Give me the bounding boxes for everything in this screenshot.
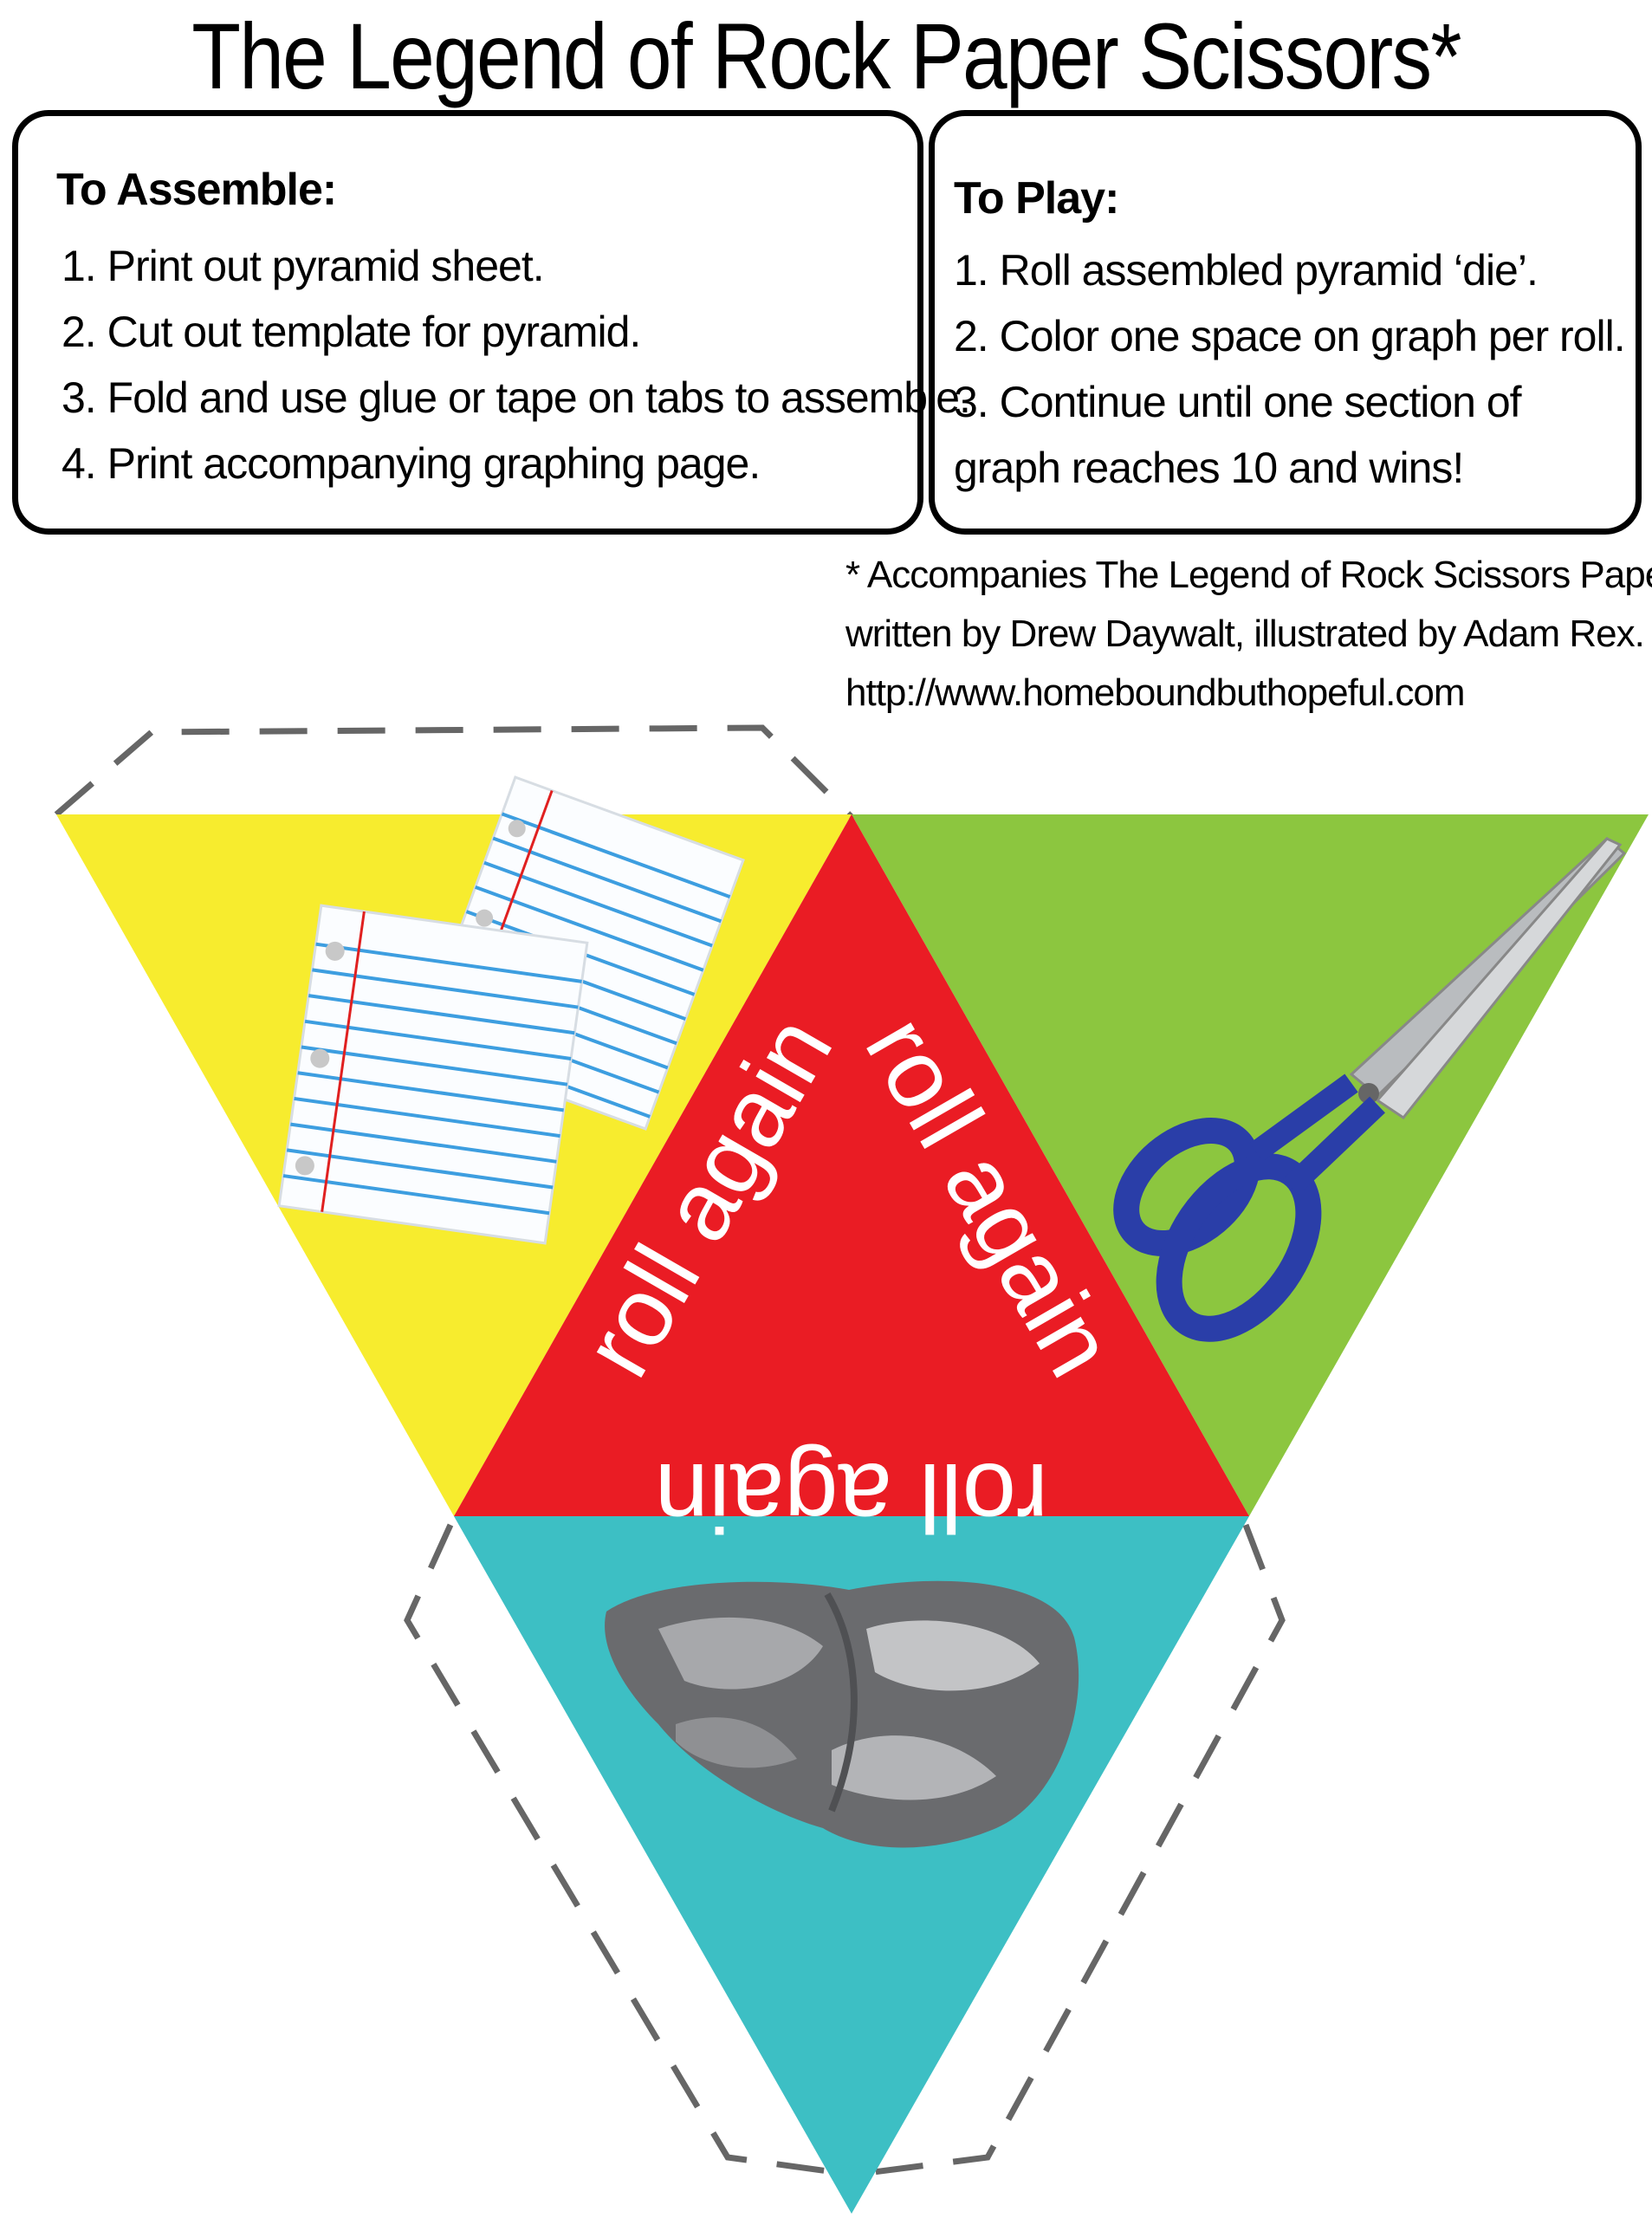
assemble-heading: To Assemble: [56,165,337,215]
glue-tab-bottom-left [404,1523,854,2178]
assemble-instructions-box: To Assemble: 1. Print out pyramid sheet.… [12,110,971,535]
glue-tab-top [54,724,856,821]
glue-tab-bottom-right [852,1523,1286,2178]
play-steps: 1. Roll assembled pyramid ‘die’. 2. Colo… [954,237,1629,501]
notebook-paper-icon [277,775,745,1245]
footnote-line: http://www.homeboundbuthopeful.com [845,671,1465,714]
assemble-step: 2. Cut out template for pyramid. [62,308,641,356]
rock-icon [605,1580,1079,1848]
roll-again-label: roll again [655,1443,1049,1552]
play-heading: To Play: [954,173,1119,224]
scissors-icon [1113,836,1627,1342]
footnote: * Accompanies The Legend of Rock Scissor… [845,546,1652,723]
assemble-steps: 1. Print out pyramid sheet. 2. Cut out t… [62,233,971,496]
assemble-step: 3. Fold and use glue or tape on tabs to … [62,373,971,422]
play-step: 1. Roll assembled pyramid ‘die’. [954,246,1539,295]
play-step: 2. Color one space on graph per roll. [954,312,1626,360]
page-title: The Legend of Rock Paper Scissors* [191,3,1461,108]
assemble-step: 4. Print accompanying graphing page. [62,439,761,488]
footnote-line: written by Drew Daywalt, illustrated by … [845,613,1645,655]
assemble-step: 1. Print out pyramid sheet. [62,242,545,290]
play-step: 3. Continue until one section of graph r… [954,378,1522,492]
center-face [454,814,1249,1516]
play-instructions-box: To Play: 1. Roll assembled pyramid ‘die’… [929,110,1642,535]
footnote-line: * Accompanies The Legend of Rock Scissor… [845,554,1652,596]
